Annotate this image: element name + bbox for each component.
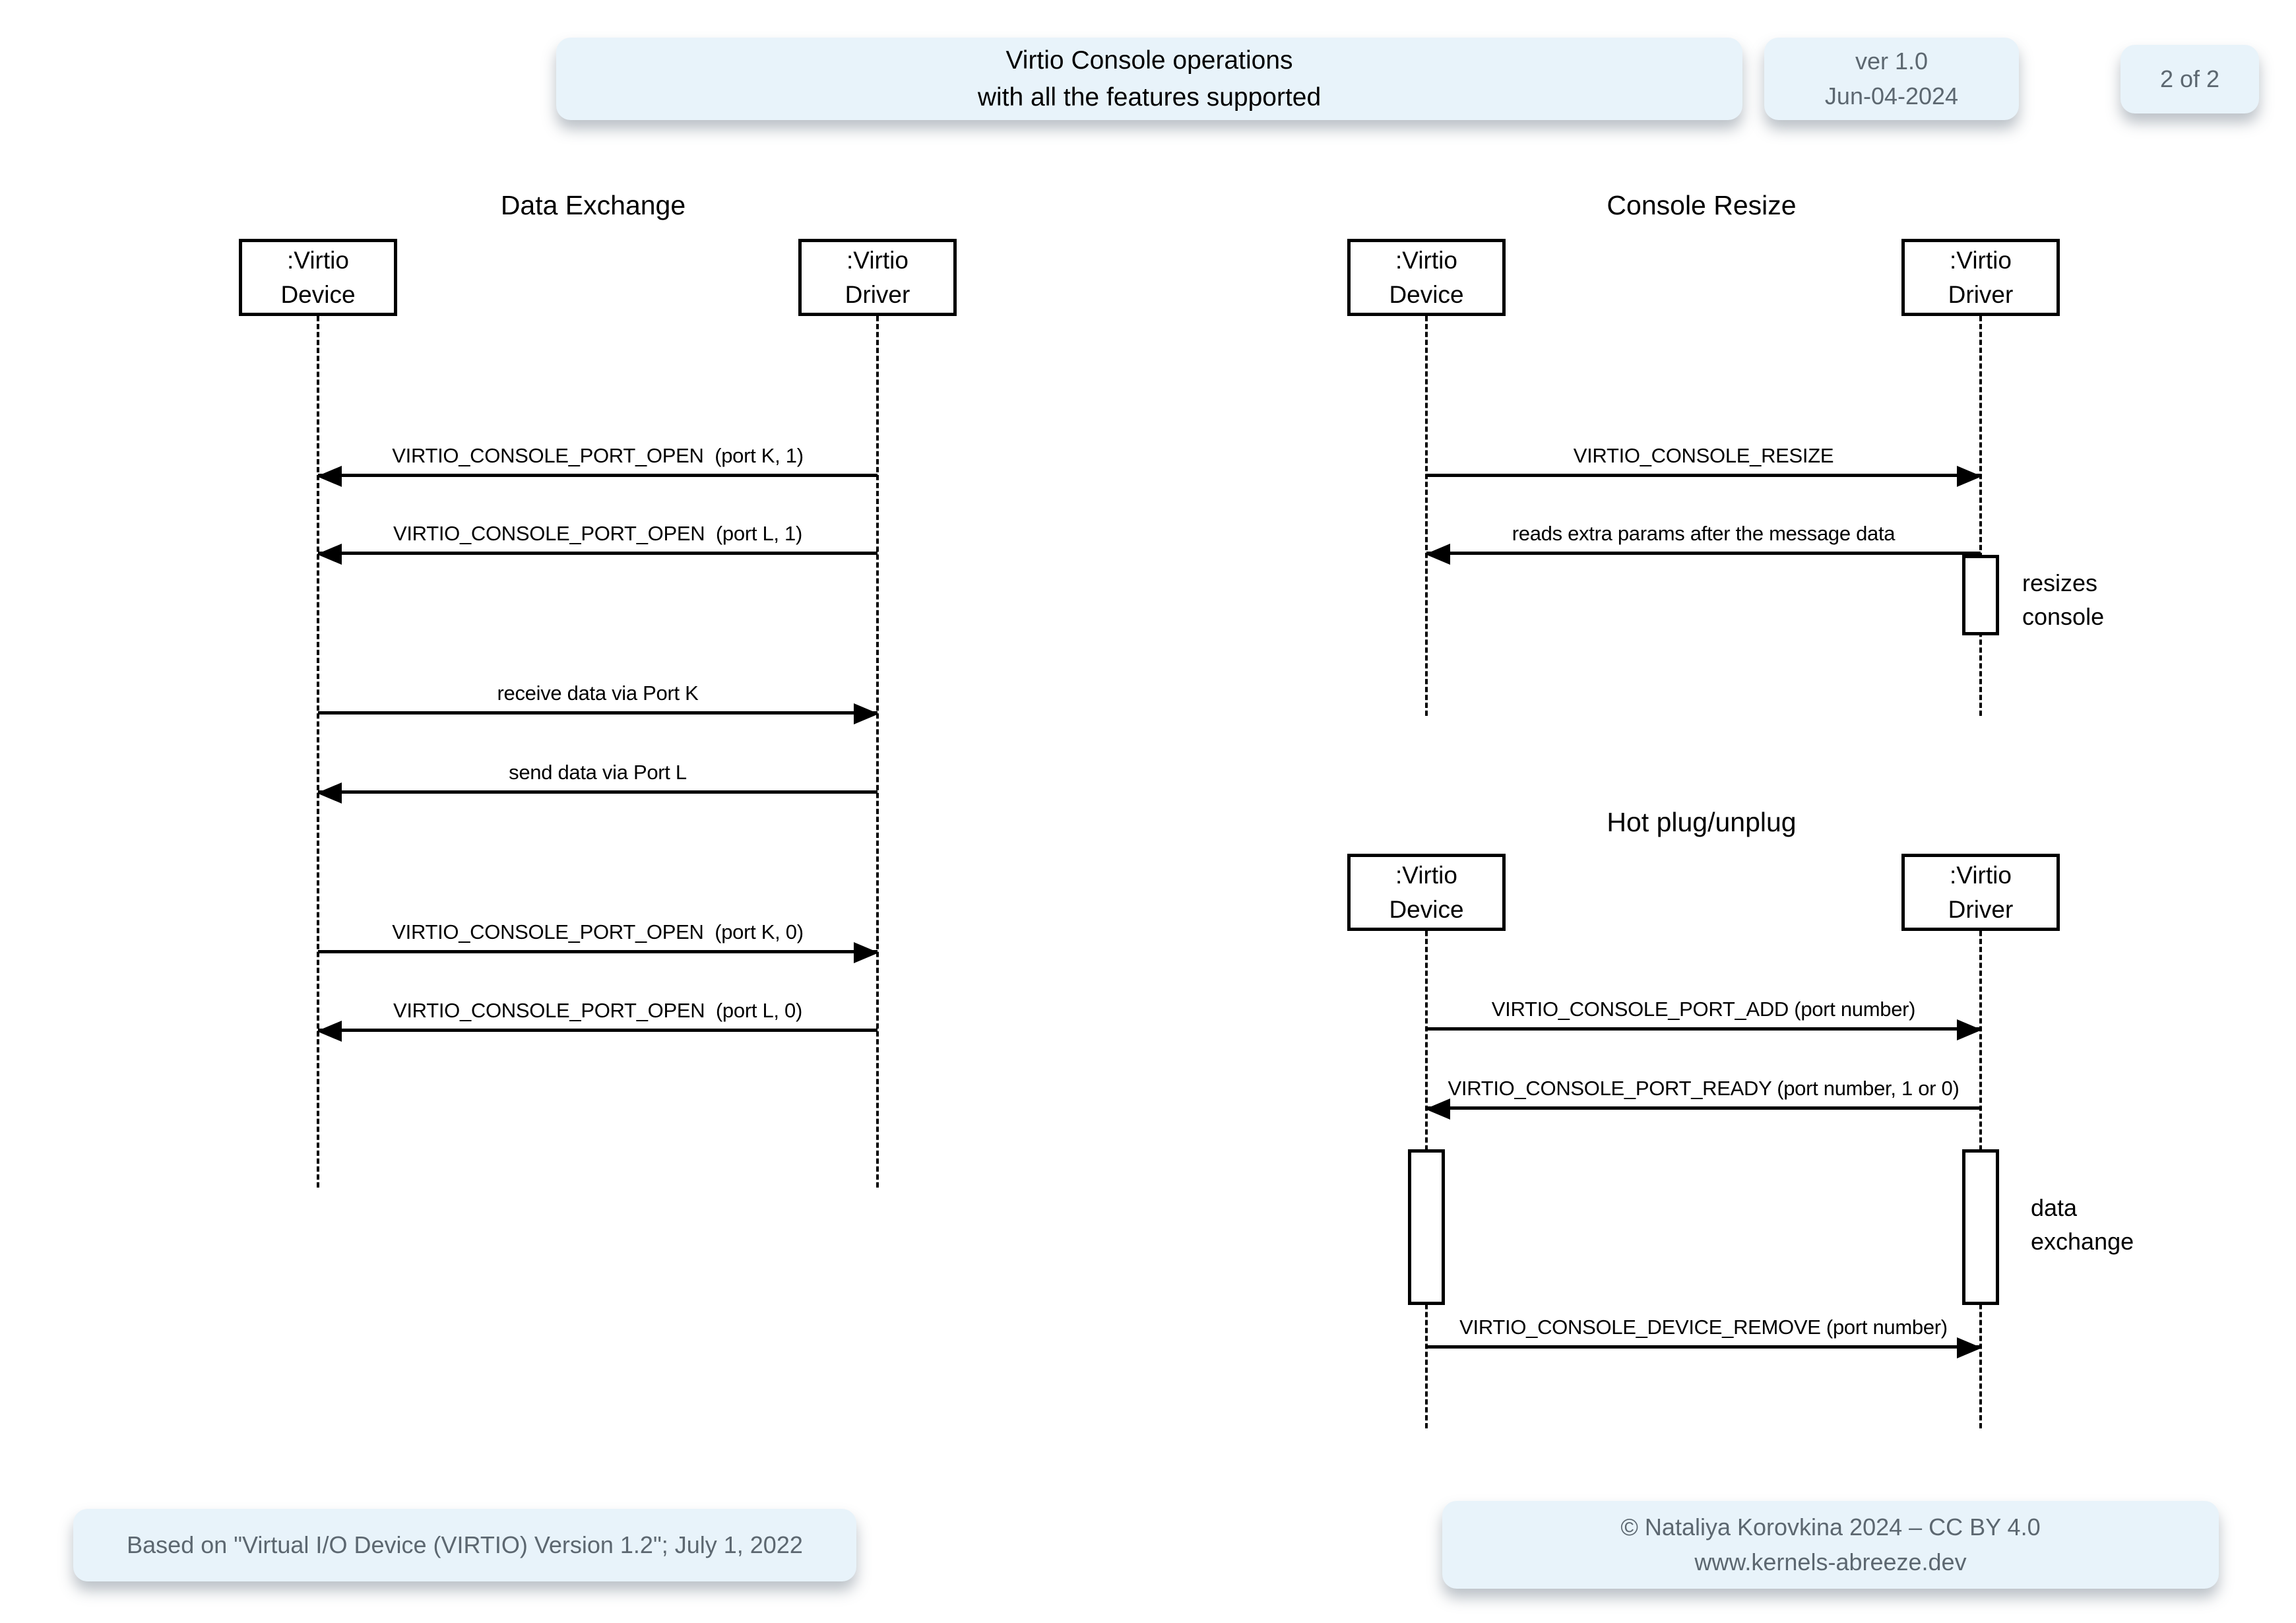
arrowhead-left-icon	[317, 466, 342, 487]
actor-box-device: :Virtio Device	[239, 239, 397, 316]
lifeline-device	[317, 316, 319, 1188]
message-arrow: VIRTIO_CONSOLE_RESIZE	[1426, 441, 1982, 487]
message-arrow: VIRTIO_CONSOLE_DEVICE_REMOVE (port numbe…	[1426, 1313, 1982, 1358]
section-title-console-resize: Console Resize	[1607, 190, 1797, 220]
lifeline-device	[1425, 316, 1428, 716]
arrow-line	[1426, 1027, 1981, 1031]
footer-source-text: Based on "Virtual I/O Device (VIRTIO) Ve…	[127, 1531, 803, 1558]
footer-copyright-line: © Nataliya Korovkina 2024 – CC BY 4.0	[1620, 1513, 2041, 1541]
message-label: send data via Port L	[509, 761, 687, 784]
page-number: 2 of 2	[2159, 65, 2220, 92]
actor-box-driver: :Virtio Driver	[1901, 854, 2060, 931]
arrow-line	[1426, 474, 1981, 477]
message-label: VIRTIO_CONSOLE_RESIZE	[1573, 444, 1834, 467]
message-label: VIRTIO_CONSOLE_PORT_OPEN (port K, 1)	[392, 444, 804, 467]
title-panel: Virtio Console operations with all the f…	[556, 38, 1742, 120]
footer-copyright-panel: © Nataliya Korovkina 2024 – CC BY 4.0 ww…	[1442, 1501, 2219, 1589]
page-number-panel: 2 of 2	[2121, 45, 2259, 113]
arrow-line	[318, 950, 877, 953]
actor-box-driver: :Virtio Driver	[798, 239, 957, 316]
arrowhead-right-icon	[854, 703, 879, 724]
version-panel: ver 1.0 Jun-04-2024	[1764, 38, 2019, 120]
message-arrow: send data via Port L	[317, 758, 877, 804]
message-label: VIRTIO_CONSOLE_DEVICE_REMOVE (port numbe…	[1459, 1316, 1948, 1339]
message-arrow: VIRTIO_CONSOLE_PORT_OPEN (port L, 1)	[317, 519, 877, 565]
message-arrow: VIRTIO_CONSOLE_PORT_READY (port number, …	[1425, 1074, 1981, 1120]
message-arrow: receive data via Port K	[318, 679, 879, 724]
arrow-line	[318, 1029, 877, 1032]
message-arrow: VIRTIO_CONSOLE_PORT_ADD (port number)	[1426, 995, 1982, 1040]
arrowhead-right-icon	[854, 942, 879, 963]
message-label: reads extra params after the message dat…	[1512, 522, 1896, 545]
section-title-data-exchange: Data Exchange	[500, 190, 686, 220]
activation-bar-driver	[1962, 1149, 1999, 1305]
lifeline-driver	[1979, 316, 1982, 716]
arrowhead-left-icon	[1425, 1098, 1450, 1120]
lifeline-driver	[876, 316, 879, 1188]
actor-box-device: :Virtio Device	[1347, 854, 1506, 931]
arrow-line	[1426, 1345, 1981, 1349]
page-title-line1: Virtio Console operations	[1005, 46, 1293, 75]
message-label: VIRTIO_CONSOLE_PORT_READY (port number, …	[1448, 1077, 1960, 1100]
page-title-line2: with all the features supported	[977, 82, 1322, 111]
arrowhead-left-icon	[317, 782, 342, 804]
message-label: VIRTIO_CONSOLE_PORT_OPEN (port K, 0)	[392, 920, 804, 943]
arrowhead-left-icon	[317, 1021, 342, 1042]
arrow-line	[318, 790, 877, 794]
message-label: VIRTIO_CONSOLE_PORT_OPEN (port L, 1)	[393, 522, 802, 545]
message-arrow: VIRTIO_CONSOLE_PORT_OPEN (port K, 1)	[317, 441, 877, 487]
arrowhead-left-icon	[317, 544, 342, 565]
footer-website-line: www.kernels-abreeze.dev	[1694, 1548, 1967, 1575]
message-label: VIRTIO_CONSOLE_PORT_OPEN (port L, 0)	[393, 999, 802, 1022]
section-title-hot-plug: Hot plug/unplug	[1607, 807, 1797, 837]
arrowhead-right-icon	[1957, 466, 1982, 487]
version-label: ver 1.0	[1855, 48, 1929, 75]
note-data-exchange: data exchange	[2031, 1194, 2134, 1256]
actor-box-driver: :Virtio Driver	[1901, 239, 2060, 316]
actor-box-device: :Virtio Device	[1347, 239, 1506, 316]
activation-bar-driver	[1962, 555, 1999, 635]
arrow-line	[1426, 1106, 1981, 1110]
message-arrow: VIRTIO_CONSOLE_PORT_OPEN (port L, 0)	[317, 996, 877, 1042]
arrow-line	[318, 552, 877, 555]
arrowhead-right-icon	[1957, 1019, 1982, 1040]
footer-source-panel: Based on "Virtual I/O Device (VIRTIO) Ve…	[73, 1509, 856, 1581]
arrow-line	[318, 474, 877, 477]
message-arrow: reads extra params after the message dat…	[1425, 519, 1981, 565]
message-label: receive data via Port K	[497, 682, 699, 705]
arrow-line	[318, 711, 877, 715]
version-date: Jun-04-2024	[1824, 82, 1959, 110]
arrowhead-right-icon	[1957, 1337, 1982, 1358]
message-label: VIRTIO_CONSOLE_PORT_ADD (port number)	[1491, 998, 1916, 1021]
arrow-line	[1426, 552, 1981, 555]
arrowhead-left-icon	[1425, 544, 1450, 565]
message-arrow: VIRTIO_CONSOLE_PORT_OPEN (port K, 0)	[318, 918, 879, 963]
activation-bar-device	[1408, 1149, 1445, 1305]
note-resizes-console: resizes console	[2022, 569, 2105, 631]
